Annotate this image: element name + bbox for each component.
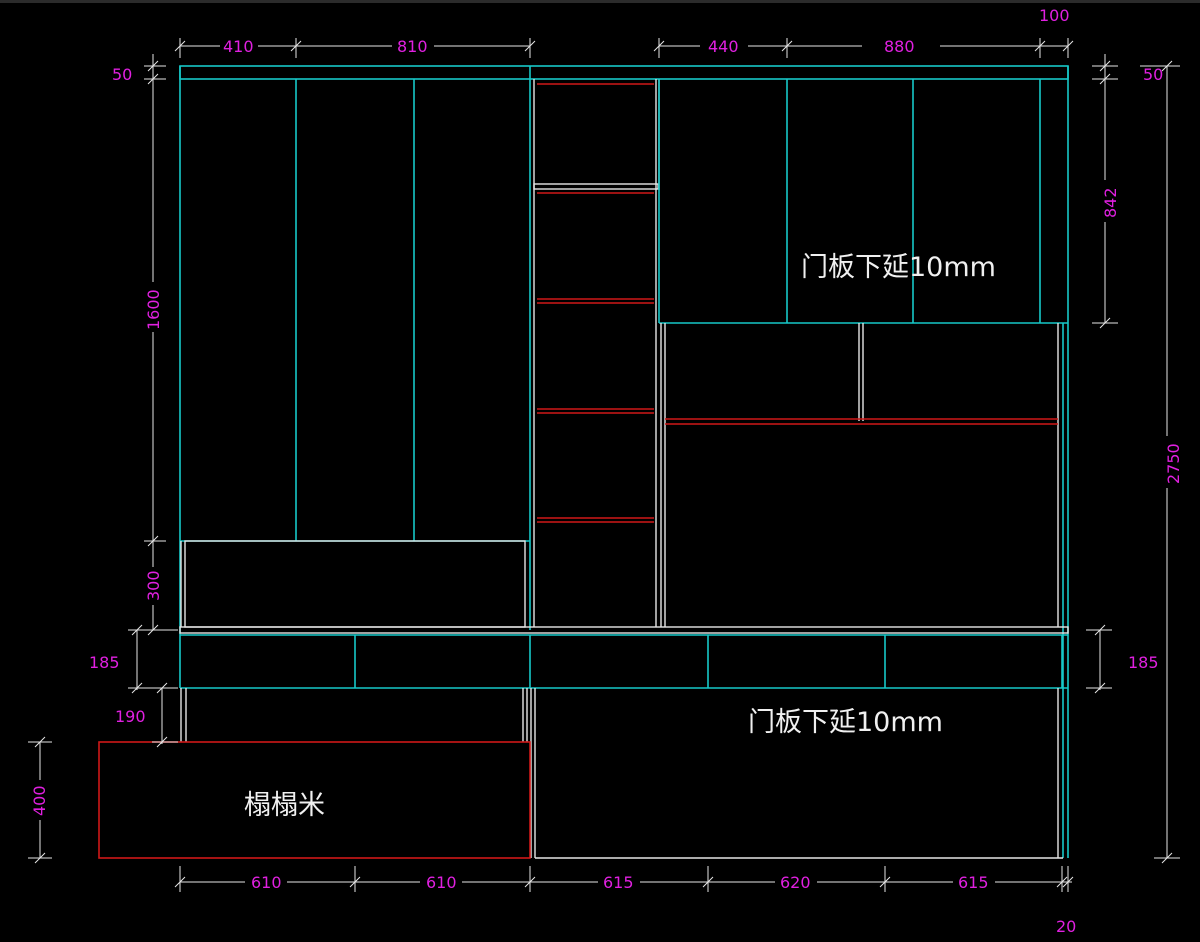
left-dim-mask-400 bbox=[30, 780, 50, 820]
right-dim-2750: 2750 bbox=[1164, 443, 1183, 484]
drawer-band bbox=[179, 626, 1069, 689]
left-dim-190: 190 bbox=[115, 707, 146, 726]
top-left-tick-1 bbox=[174, 40, 186, 52]
left-dim-1600: 1600 bbox=[144, 289, 163, 330]
left-vert-tick-541 bbox=[147, 535, 159, 547]
left-dim-mask-1600 bbox=[143, 282, 163, 332]
right-upper-cabinet bbox=[658, 79, 1068, 324]
right-2750-tick-1 bbox=[1161, 60, 1173, 72]
left-400-tick-2 bbox=[34, 852, 46, 864]
bottom-dim-610-a: 610 bbox=[251, 873, 282, 892]
tatami-box bbox=[98, 741, 531, 859]
top-dim-100: 100 bbox=[1039, 6, 1070, 25]
tatami-label: 榻榻米 bbox=[244, 790, 325, 821]
right-dim-842: 842 bbox=[1101, 187, 1120, 218]
bottom-dim-620: 620 bbox=[780, 873, 811, 892]
bottom-dim-mask-1 bbox=[245, 872, 287, 892]
bottom-dim-mask-3 bbox=[598, 872, 640, 892]
bottom-dim-mask-5 bbox=[953, 872, 995, 892]
right-2750-dimension: 2750 bbox=[1154, 60, 1183, 864]
left-dim-300: 300 bbox=[144, 570, 163, 601]
bottom-dimension-chain: 610 610 615 620 615 20 bbox=[174, 866, 1076, 936]
left-dim-185: 185 bbox=[89, 653, 120, 672]
top-right-tick-4 bbox=[1062, 40, 1074, 52]
right-dim-185: 185 bbox=[1128, 653, 1159, 672]
top-left-50-tick-1 bbox=[147, 60, 159, 72]
left-190-tick-1 bbox=[156, 682, 168, 694]
bottom-tick-1 bbox=[174, 876, 186, 888]
middle-fixed-shelf bbox=[533, 183, 659, 190]
left-185-tick-1 bbox=[131, 624, 143, 636]
left-400-tick-1 bbox=[34, 736, 46, 748]
bottom-dim-mask-4 bbox=[775, 872, 817, 892]
top-dim-440: 440 bbox=[708, 37, 739, 56]
top-right-tick-3 bbox=[1034, 40, 1046, 52]
top-left-50-dimension: 50 bbox=[112, 54, 166, 90]
bottom-tick-3 bbox=[524, 876, 536, 888]
top-left-dim-50: 50 bbox=[112, 65, 132, 84]
top-cap-panel bbox=[179, 65, 1069, 80]
top-left-dimension-chain: 410 810 bbox=[174, 36, 536, 58]
bottom-dim-610-b: 610 bbox=[426, 873, 457, 892]
top-dim-mask-3 bbox=[700, 36, 748, 56]
top-right-50-dimension: 50 bbox=[1092, 54, 1180, 90]
bottom-tick-4 bbox=[702, 876, 714, 888]
right-2750-tick-2 bbox=[1161, 852, 1173, 864]
bottom-tick-5 bbox=[879, 876, 891, 888]
bottom-tick-2 bbox=[349, 876, 361, 888]
bottom-tick-6 bbox=[1056, 876, 1068, 888]
bottom-dim-615-b: 615 bbox=[958, 873, 989, 892]
top-dim-mask-1 bbox=[220, 36, 258, 56]
top-dim-810: 810 bbox=[397, 37, 428, 56]
left-185-tick-2 bbox=[131, 682, 143, 694]
top-left-tick-3 bbox=[524, 40, 536, 52]
top-right-tick-1 bbox=[653, 40, 665, 52]
right-842-tick bbox=[1099, 317, 1111, 329]
top-right-50-tick-1 bbox=[1099, 60, 1111, 72]
left-lower-box bbox=[180, 540, 526, 628]
top-dim-mask-2 bbox=[392, 36, 434, 56]
cabinet-outline bbox=[179, 65, 1069, 858]
upper-door-note: 门板下延10mm bbox=[801, 252, 996, 283]
lower-door-note: 门板下延10mm bbox=[748, 707, 943, 738]
left-190-tick-2 bbox=[156, 736, 168, 748]
bottom-dim-615-a: 615 bbox=[603, 873, 634, 892]
right-185-tick-2 bbox=[1094, 682, 1106, 694]
top-dim-880: 880 bbox=[884, 37, 915, 56]
left-dim-400: 400 bbox=[30, 785, 49, 816]
right-185-tick-1 bbox=[1094, 624, 1106, 636]
bottom-dim-mask-2 bbox=[420, 872, 462, 892]
top-dim-410: 410 bbox=[223, 37, 254, 56]
right-dim-mask-842 bbox=[1096, 180, 1116, 222]
right-middle-area bbox=[660, 323, 1059, 627]
middle-shelf-column bbox=[533, 79, 660, 627]
top-left-tick-2 bbox=[290, 40, 302, 52]
top-right-tick-2 bbox=[781, 40, 793, 52]
lower-section bbox=[180, 688, 1063, 859]
top-right-dimension-chain: 440 880 100 bbox=[653, 6, 1074, 58]
left-wardrobe-section bbox=[180, 66, 531, 630]
bottom-tick-7 bbox=[1062, 876, 1074, 888]
right-dim-mask-2750 bbox=[1157, 436, 1177, 488]
top-right-dim-50: 50 bbox=[1143, 65, 1163, 84]
right-842-dimension: 842 bbox=[1092, 79, 1120, 329]
counter-top-panel bbox=[179, 626, 1069, 634]
left-vertical-dimension-chain: 1600 300 bbox=[143, 79, 166, 636]
left-lower-dimension-chain: 185 190 bbox=[89, 624, 178, 748]
top-dim-mask-4 bbox=[862, 36, 940, 56]
left-dim-mask-300 bbox=[143, 567, 163, 605]
left-400-dimension: 400 bbox=[28, 736, 52, 864]
right-185-dimension: 185 bbox=[1086, 624, 1159, 694]
left-lower-box-panel bbox=[184, 540, 526, 628]
bottom-dim-20: 20 bbox=[1056, 917, 1076, 936]
